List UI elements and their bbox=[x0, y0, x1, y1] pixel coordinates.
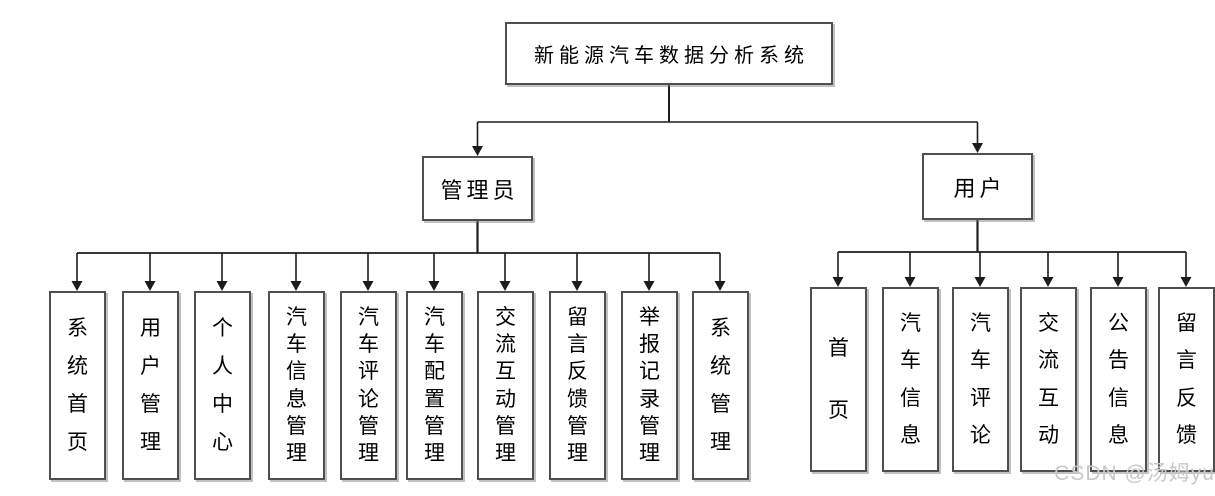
node-user-child-2: 汽车评论 bbox=[952, 287, 1009, 472]
node-admin-child-7: 留言反馈管理 bbox=[549, 291, 606, 480]
watermark: CSDN @汤姆yu bbox=[1054, 462, 1215, 485]
node-admin-child-2: 个人中心 bbox=[194, 291, 251, 480]
node-label: 留言反馈管理 bbox=[567, 306, 588, 465]
node-admin-child-4: 汽车评论管理 bbox=[340, 291, 397, 480]
node-label: 交流互动管理 bbox=[495, 306, 516, 465]
node-admin-child-1: 用户管理 bbox=[122, 291, 179, 480]
node-label: 系统管理 bbox=[710, 317, 731, 454]
node-label: 公告信息 bbox=[1108, 312, 1129, 447]
node-admin-child-0: 系统首页 bbox=[49, 291, 106, 480]
node-user: 用户 bbox=[922, 153, 1033, 220]
node-label: 汽车评论管理 bbox=[358, 306, 379, 465]
node-admin: 管理员 bbox=[422, 156, 533, 221]
node-user-child-0: 首页 bbox=[810, 287, 867, 472]
node-user-child-4: 公告信息 bbox=[1090, 287, 1147, 472]
node-admin-child-5: 汽车配置管理 bbox=[406, 291, 463, 480]
node-label: 首页 bbox=[828, 337, 849, 422]
node-user-child-1: 汽车信息 bbox=[882, 287, 939, 472]
node-admin-child-6: 交流互动管理 bbox=[477, 291, 534, 480]
node-user-child-5: 留言反馈 bbox=[1158, 287, 1215, 472]
node-user-child-3: 交流互动 bbox=[1020, 287, 1077, 472]
node-label: 交流互动 bbox=[1038, 312, 1059, 447]
node-admin-child-8: 举报记录管理 bbox=[621, 291, 678, 480]
node-label: 个人中心 bbox=[212, 317, 233, 454]
node-label: 汽车配置管理 bbox=[424, 306, 445, 465]
node-label: 汽车信息 bbox=[900, 312, 921, 447]
node-admin-child-3: 汽车信息管理 bbox=[268, 291, 325, 480]
node-label: 汽车信息管理 bbox=[286, 306, 307, 465]
node-label: 留言反馈 bbox=[1176, 312, 1197, 447]
node-admin-child-9: 系统管理 bbox=[692, 291, 749, 480]
node-root: 新能源汽车数据分析系统 bbox=[505, 22, 833, 85]
node-label: 用户管理 bbox=[140, 317, 161, 454]
node-label: 举报记录管理 bbox=[639, 306, 660, 465]
node-label: 汽车评论 bbox=[970, 312, 991, 447]
node-label: 系统首页 bbox=[67, 317, 88, 454]
